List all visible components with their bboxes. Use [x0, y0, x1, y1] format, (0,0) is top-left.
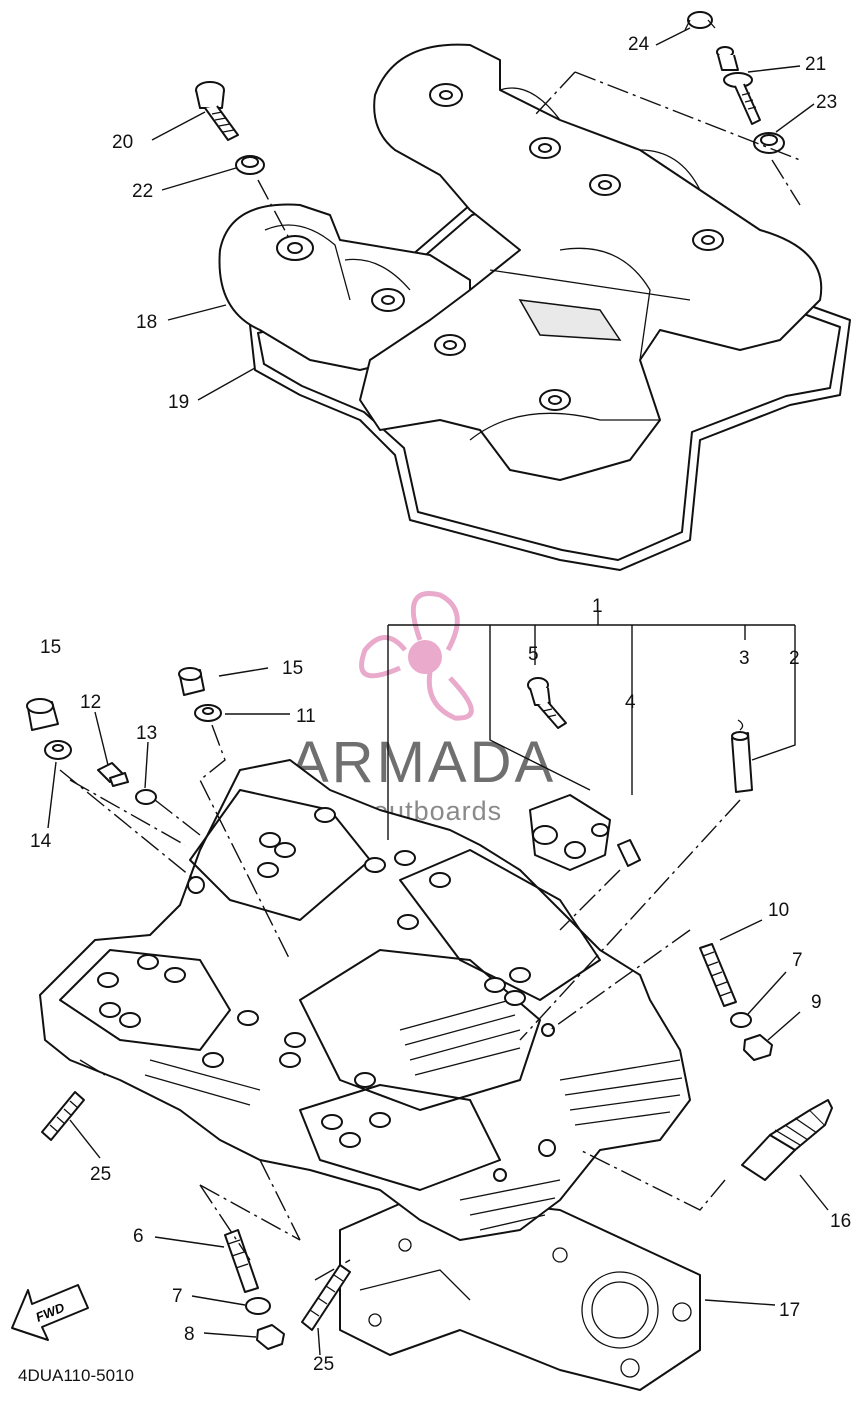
cam-cap-nuts: [97, 807, 531, 1148]
nut-8: [256, 1324, 285, 1350]
washer-7-right: [730, 1012, 752, 1028]
spark-plug-16: [741, 1099, 833, 1181]
head-cover-assembly: [151, 11, 851, 571]
callout-24: 24: [628, 34, 650, 55]
cylinder-head-assembly: FWD: [11, 612, 833, 1391]
callout-15-center: 15: [282, 658, 303, 679]
fwd-arrow-icon: FWD: [11, 1284, 89, 1341]
callout-12: 12: [80, 692, 101, 713]
callout-14: 14: [30, 831, 52, 852]
propeller-logo: [359, 591, 474, 721]
callout-9: 9: [811, 992, 822, 1013]
clip-24: [684, 11, 716, 31]
callout-25-left: 25: [90, 1164, 111, 1185]
callout-8: 8: [184, 1324, 195, 1345]
callout-6: 6: [133, 1226, 144, 1247]
stud-25-left: [41, 1091, 85, 1141]
stud-25-lower: [301, 1264, 351, 1331]
callout-22: 22: [132, 181, 153, 202]
callout-7-right: 7: [792, 950, 803, 971]
callout-3: 3: [739, 648, 750, 669]
callout-25-lower: 25: [313, 1354, 334, 1375]
head-cover-right: [359, 43, 823, 481]
callout-13: 13: [136, 723, 157, 744]
callout-10: 10: [768, 900, 789, 921]
callout-19: 19: [168, 392, 189, 413]
callout-11: 11: [296, 706, 316, 727]
callout-18: 18: [136, 312, 157, 333]
bolt-21: [716, 46, 761, 125]
callout-2: 2: [789, 648, 800, 669]
callout-16: 16: [830, 1211, 851, 1232]
callout-4: 4: [625, 692, 636, 713]
bolt-12: [97, 762, 129, 787]
callout-20: 20: [112, 132, 133, 153]
callout-labels: 1 2 3 4 5 6 7 7 8 9 10 11 12 13 14 15 15…: [30, 34, 851, 1375]
callout-7-lower: 7: [172, 1286, 183, 1307]
grommet-23: [753, 132, 785, 154]
callout-23: 23: [816, 92, 837, 113]
grommet-22: [235, 155, 265, 175]
callout-1: 1: [592, 596, 603, 617]
callout-21: 21: [805, 54, 826, 75]
washer-7-lower: [245, 1297, 271, 1315]
valve-gear-parts: [527, 677, 753, 871]
callout-5: 5: [528, 644, 539, 665]
stud-6: [224, 1229, 259, 1293]
nut-9: [743, 1034, 773, 1061]
callout-17: 17: [779, 1300, 800, 1321]
watermark-brand: ARMADA: [290, 730, 556, 795]
stud-10: [699, 943, 737, 1007]
bolt-20: [195, 81, 239, 141]
washer-13: [135, 789, 157, 805]
callout-15-left: 15: [40, 637, 61, 658]
drawing-code: 4DUA110-5010: [18, 1366, 134, 1385]
